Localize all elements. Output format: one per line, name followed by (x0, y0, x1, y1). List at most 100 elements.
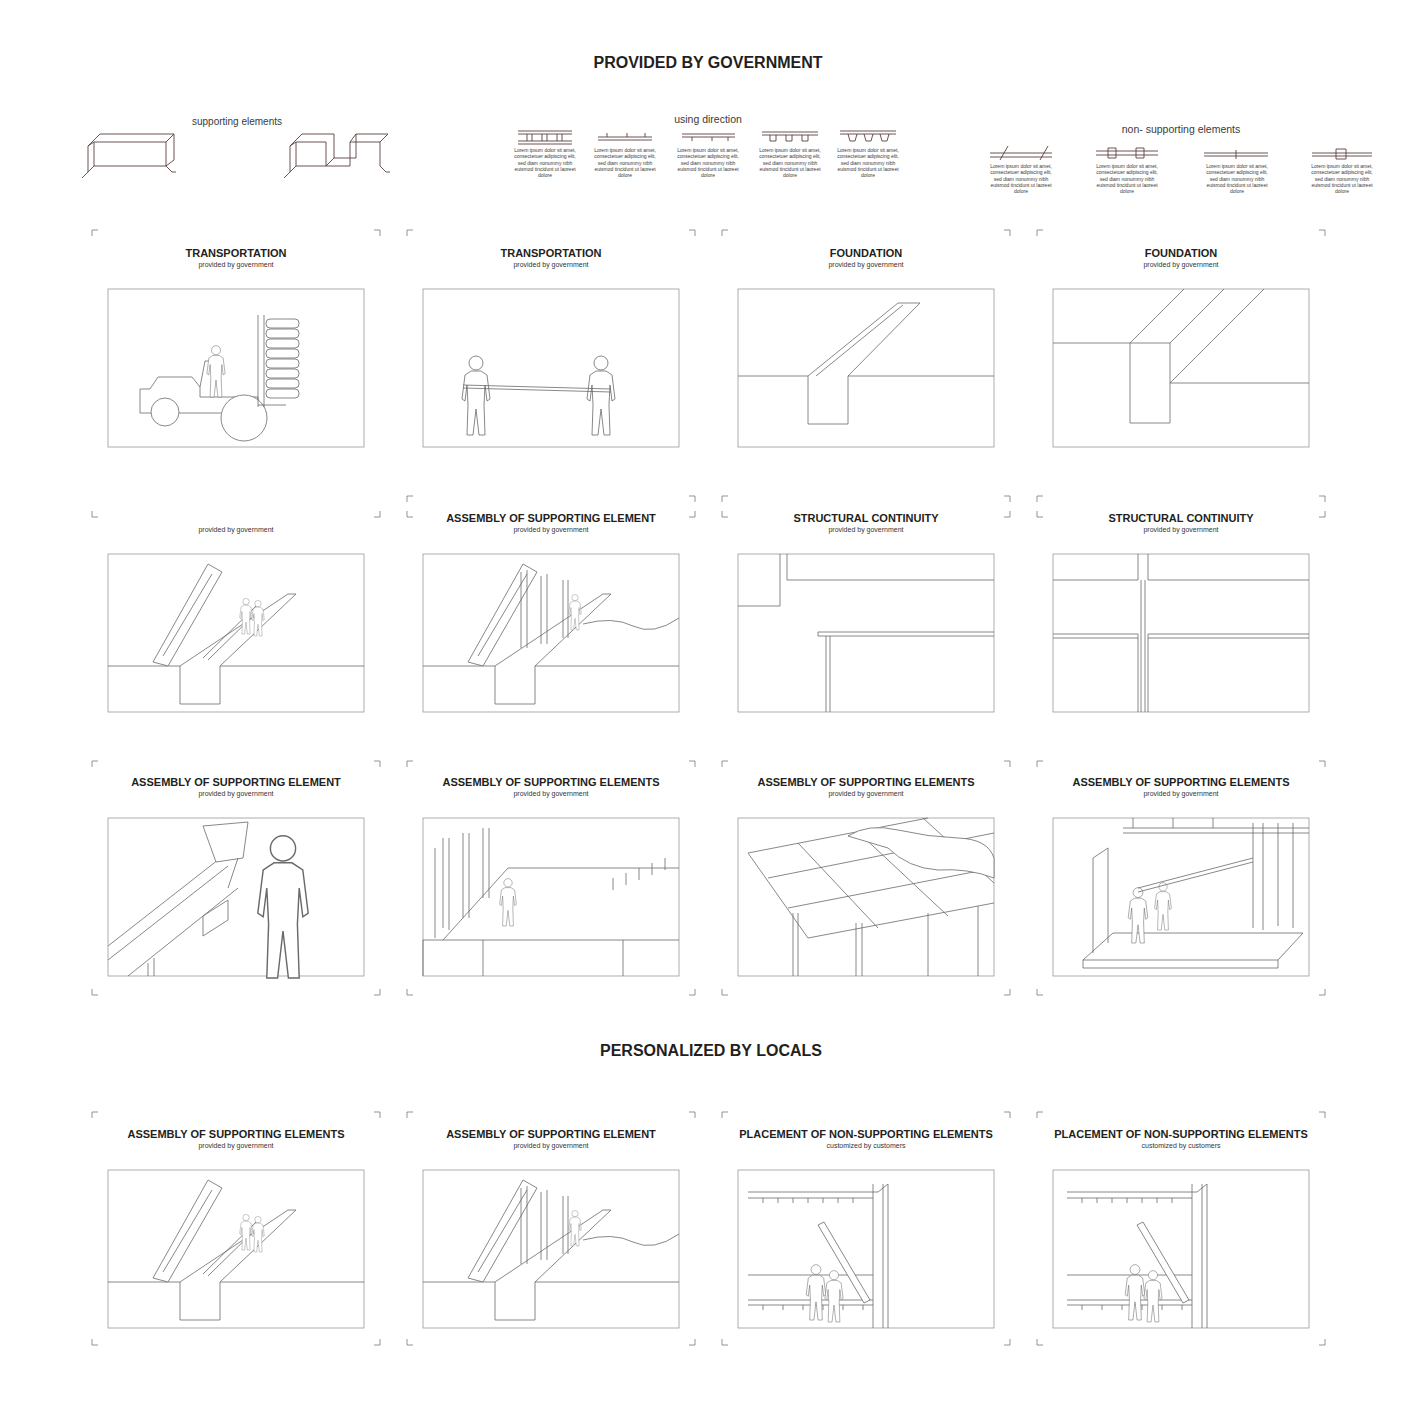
sack (266, 379, 299, 388)
placeholder-note: Lorem ipsum dolor sit amet, consectetuer… (1308, 163, 1376, 194)
double-u-channel (284, 134, 390, 178)
u-channel (82, 134, 176, 178)
step-subtitle: provided by government (407, 1141, 695, 1150)
sketch-frame (738, 1170, 994, 1328)
placeholder-note: Lorem ipsum dolor sit amet, consectetuer… (1093, 163, 1161, 194)
placeholder-note: Lorem ipsum dolor sit amet, consectetuer… (511, 147, 579, 178)
non-supporting-icon (1204, 150, 1268, 159)
direction-icon (518, 131, 572, 144)
assembly-sketch (108, 1170, 364, 1328)
foundation-sketch (738, 289, 994, 447)
bucket (203, 822, 248, 888)
step-title: ASSEMBLY OF SUPPORTING ELEMENTS (722, 776, 1010, 789)
step-subtitle: provided by government (407, 525, 695, 534)
step-subtitle: provided by government (722, 525, 1010, 534)
step-panel: ASSEMBLY OF SUPPORTING ELEMENTprovided b… (407, 512, 695, 534)
sack (266, 369, 299, 378)
step-title: FOUNDATION (722, 247, 1010, 260)
frame-room (1083, 818, 1309, 968)
wall-assembly (423, 1180, 679, 1320)
wall-assembly (108, 1180, 364, 1320)
step-panel: STRUCTURAL CONTINUITYprovided by governm… (1037, 512, 1325, 534)
cloth (848, 828, 994, 878)
step-panel: ASSEMBLY OF SUPPORTING ELEMENTSprovided … (1037, 776, 1325, 798)
assembly-sketch (108, 818, 364, 978)
element-icons (82, 131, 1372, 178)
step-panel: FOUNDATIONprovided by government (1037, 247, 1325, 269)
step-title: ASSEMBLY OF SUPPORTING ELEMENTS (1037, 776, 1325, 789)
wheel (151, 398, 179, 426)
step-panel: PLACEMENT OF NON-SUPPORTING ELEMENTScust… (722, 1128, 1010, 1150)
crop-mark (92, 1112, 1325, 1118)
crop-mark (92, 989, 1325, 995)
sketch-frame (108, 289, 364, 447)
assembly-sketch (108, 554, 364, 712)
assembly-sketch (423, 554, 679, 712)
group-label: using direction (638, 113, 778, 125)
placeholder-note: Lorem ipsum dolor sit amet, consectetuer… (1203, 163, 1271, 194)
sketch-frame (1053, 289, 1309, 447)
step-title: ASSEMBLY OF SUPPORTING ELEMENTS (407, 776, 695, 789)
worker (462, 356, 490, 435)
panel-sketches (108, 289, 1309, 1328)
sack (266, 389, 299, 398)
step-title: FOUNDATION (1037, 247, 1325, 260)
step-title: ASSEMBLY OF SUPPORTING ELEMENT (407, 1128, 695, 1141)
beam (1138, 858, 1253, 892)
wall-assembly (108, 564, 364, 704)
trench (738, 303, 994, 424)
wall-assembly (423, 564, 679, 704)
step-subtitle: provided by government (92, 260, 380, 269)
sketch-frame (1053, 1170, 1309, 1328)
step-title: PLACEMENT OF NON-SUPPORTING ELEMENTS (1037, 1128, 1325, 1141)
step-title: STRUCTURAL CONTINUITY (1037, 512, 1325, 525)
worker (258, 836, 308, 978)
placeholder-note: Lorem ipsum dolor sit amet, consectetuer… (834, 147, 902, 178)
direction-icon (598, 133, 652, 140)
crop-mark (92, 230, 1325, 236)
step-subtitle: provided by government (722, 789, 1010, 798)
step-subtitle: customized by customers (722, 1141, 1010, 1150)
step-panel: ASSEMBLY OF SUPPORTING ELEMENTSprovided … (92, 1128, 380, 1150)
sketch-frame (423, 289, 679, 447)
trench (1053, 289, 1309, 423)
worker (1155, 883, 1172, 930)
floor-and-columns (423, 828, 679, 976)
step-panel: provided by government (92, 512, 380, 534)
sack (266, 359, 299, 368)
step-panel: STRUCTURAL CONTINUITYprovided by governm… (722, 512, 1010, 534)
direction-icon (762, 132, 818, 141)
step-panel: ASSEMBLY OF SUPPORTING ELEMENTprovided b… (92, 776, 380, 798)
worker (500, 879, 517, 926)
placeholder-note: Lorem ipsum dolor sit amet, consectetuer… (674, 147, 742, 178)
step-subtitle: provided by government (722, 260, 1010, 269)
assembly-sketch (423, 818, 679, 976)
placeholder-note: Lorem ipsum dolor sit amet, consectetuer… (756, 147, 824, 178)
sketch-frame (738, 289, 994, 447)
worker (1128, 888, 1148, 943)
step-panel: FOUNDATIONprovided by government (722, 247, 1010, 269)
non-supporting-icon (990, 146, 1052, 160)
sketch-frame (738, 818, 994, 976)
group-label: supporting elements (157, 116, 317, 128)
step-panel: PLACEMENT OF NON-SUPPORTING ELEMENTScust… (1037, 1128, 1325, 1150)
step-subtitle: provided by government (1037, 525, 1325, 534)
placement-sketch (738, 1170, 994, 1328)
placement-sketch (1053, 1170, 1309, 1328)
continuity-sketch (738, 554, 994, 712)
grid-frame (748, 818, 994, 976)
sack (266, 319, 299, 328)
step-subtitle: provided by government (1037, 789, 1325, 798)
continuity-sketch (1053, 554, 1309, 712)
sketch-frame (1053, 554, 1309, 712)
placement (748, 1184, 888, 1328)
step-panel: TRANSPORTATIONprovided by government (92, 247, 380, 269)
step-title: ASSEMBLY OF SUPPORTING ELEMENTS (92, 1128, 380, 1141)
step-subtitle: provided by government (92, 525, 380, 534)
crop-marks (92, 230, 1325, 1345)
direction-icon (682, 134, 735, 141)
grid-sketch (738, 818, 994, 976)
step-title: TRANSPORTATION (407, 247, 695, 260)
